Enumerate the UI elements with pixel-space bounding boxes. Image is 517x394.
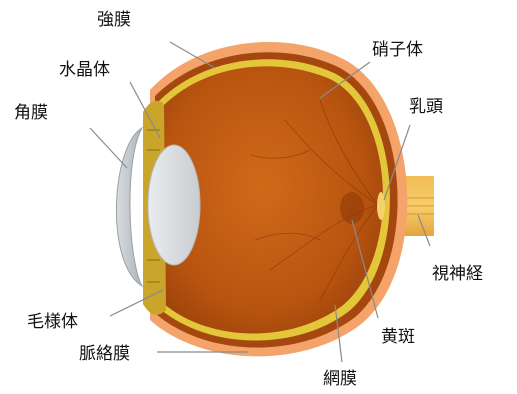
label-lens: 水晶体	[59, 60, 110, 80]
label-cornea: 角膜	[14, 103, 48, 123]
optic-disc	[377, 192, 385, 220]
macula-spot	[340, 192, 364, 224]
label-ciliary-body: 毛様体	[27, 312, 78, 332]
label-macula: 黄斑	[381, 327, 415, 347]
label-optic-nerve: 視神経	[432, 264, 483, 284]
label-choroid: 脈絡膜	[79, 344, 130, 364]
label-optic-disc: 乳頭	[409, 97, 443, 117]
lens-shape	[148, 145, 200, 265]
label-retina: 網膜	[323, 369, 357, 389]
label-vitreous: 硝子体	[372, 40, 423, 60]
cornea-shape	[116, 128, 142, 286]
label-sclera: 強膜	[97, 10, 131, 30]
